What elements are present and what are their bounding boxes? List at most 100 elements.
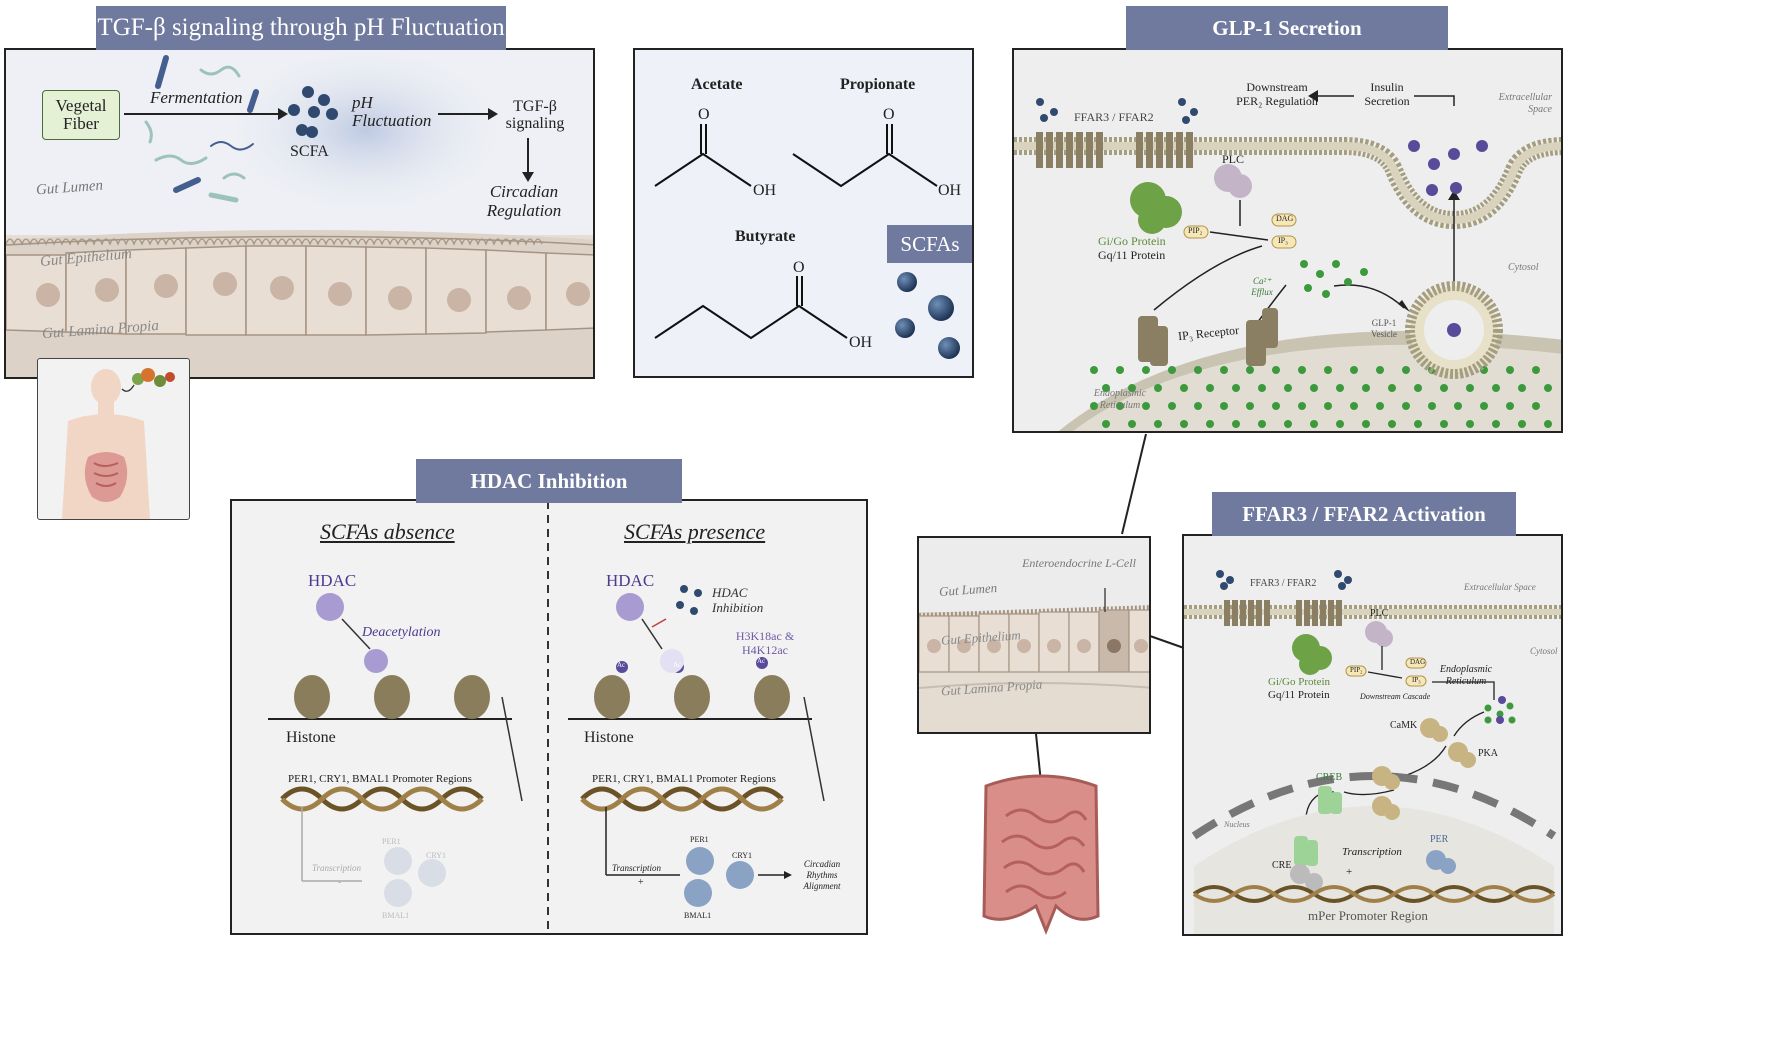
hdac-label-right: HDAC (606, 571, 655, 590)
fermentation-label: Fermentation (150, 88, 243, 107)
calcium-dot (1466, 420, 1474, 428)
bmal1-label-left: BMAL1 (382, 911, 410, 920)
histone-label-left: Histone (286, 729, 336, 746)
per-label: PER (1430, 834, 1449, 845)
tgf-signaling-label: TGF-β signaling (505, 98, 565, 132)
transcription-label-left: Transcription (312, 863, 362, 873)
circadian-regulation-label: Circadian Regulation (486, 182, 562, 220)
ffar-dag-label: DAG (1410, 658, 1426, 666)
calcium-dot (1272, 366, 1280, 374)
hdac-label-left: HDAC (308, 571, 357, 590)
ffar-gq-label: Gq/11 Protein (1268, 689, 1330, 701)
calcium-dot (1246, 366, 1254, 374)
minus-label: - (338, 877, 342, 888)
ffar-title: FFAR3 / FFAR2 Activation (1212, 492, 1516, 536)
ac-label-1: Ac (617, 661, 626, 669)
pka-label: PKA (1478, 748, 1499, 759)
calcium-dot (1336, 384, 1344, 392)
calcium-dot (1258, 420, 1266, 428)
calcium-dot (1376, 402, 1384, 410)
calcium-dot (1284, 420, 1292, 428)
calcium-dot (1116, 402, 1124, 410)
calcium-dot (1388, 420, 1396, 428)
propionate-oh: OH (938, 182, 962, 199)
cre-label: CRE (1272, 860, 1292, 871)
mper-promoter-label: mPer Promoter Region (1308, 908, 1428, 923)
calcium-dot (1102, 384, 1110, 392)
calcium-dot (1168, 402, 1176, 410)
calcium-dot (1284, 384, 1292, 392)
glp1-title: GLP-1 Secretion (1126, 6, 1448, 50)
butyrate-label: Butyrate (735, 228, 796, 245)
creb-label: CREB (1316, 772, 1343, 783)
calcium-dot (1466, 384, 1474, 392)
calcium-dot (1324, 402, 1332, 410)
ffar-ip3-label: IP₃ (1412, 676, 1421, 684)
deacetylation-label: Deacetylation (362, 625, 441, 640)
lcell-panel: Gut Lumen Enteroendocrine L-Cell Gut Epi… (917, 536, 1151, 734)
calcium-dot (1362, 384, 1370, 392)
calcium-dot (1402, 402, 1410, 410)
calcium-dot (1194, 402, 1202, 410)
acetate-oh: OH (753, 182, 777, 199)
vegetal-fiber-box: Vegetal Fiber (42, 90, 120, 140)
calcium-dot (1298, 366, 1306, 374)
tgf-illustration (6, 50, 593, 377)
calcium-dot (1102, 420, 1110, 428)
camk-label: CaMK (1390, 720, 1418, 731)
calcium-dot (1206, 420, 1214, 428)
calcium-dot (1232, 420, 1240, 428)
ffar-er-label: Endoplasmic Reticulum (1439, 664, 1493, 687)
calcium-dot (1480, 402, 1488, 410)
calcium-dot (1142, 402, 1150, 410)
ffar-illustration (1184, 570, 1561, 934)
calcium-dot (1544, 384, 1552, 392)
cytosol-label: Cytosol (1508, 262, 1539, 273)
calcium-dot (1414, 420, 1422, 428)
pip2-label: PIP₂ (1188, 226, 1203, 235)
calcium-dot (1154, 420, 1162, 428)
nucleus-label: Nucleus (1224, 820, 1250, 829)
alignment-label: Circadian Rhythms Alignment (803, 859, 841, 891)
intestine-icon (982, 774, 1100, 936)
er-label: Endoplasmic Reticulum (1093, 388, 1147, 411)
downstream-label: Downstream PER₂ Regulation (1236, 80, 1318, 108)
glp1-ffar-label: FFAR3 / FFAR2 (1074, 110, 1154, 124)
per1-label-left: PER1 (382, 837, 401, 846)
ffar-panel: FFAR3 / FFAR2 Extracellular Space PLC Cy… (1182, 534, 1563, 936)
calcium-dot (1492, 384, 1500, 392)
calcium-dot (1414, 384, 1422, 392)
butyrate-oh: OH (849, 334, 873, 351)
calcium-dot (1532, 366, 1540, 374)
calcium-dot (1272, 402, 1280, 410)
gi-label: Gi/Go Protein (1098, 234, 1166, 248)
calcium-dot (1506, 402, 1514, 410)
calcium-dot (1336, 420, 1344, 428)
ffar-receptor-label: FFAR3 / FFAR2 (1250, 578, 1317, 589)
ph-label: pH Fluctuation (352, 93, 432, 130)
plus-label: + (638, 877, 644, 888)
downstream-cascade-label: Downstream Cascade (1360, 692, 1431, 701)
ffar-plc-label: PLC (1370, 608, 1389, 619)
calcium-dot (1128, 384, 1136, 392)
scfas-absence-label: SCFAs absence (320, 519, 455, 544)
insulin-label: Insulin Secretion (1364, 80, 1410, 108)
calcium-dot (1376, 366, 1384, 374)
calcium-dot (1428, 402, 1436, 410)
calcium-dot (1350, 366, 1358, 374)
hdac-illustration (268, 501, 825, 933)
calcium-dot (1454, 402, 1462, 410)
ffar-plus-label: + (1346, 866, 1353, 878)
scfas-presence-label: SCFAs presence (624, 519, 766, 544)
histone-label-right: Histone (584, 729, 634, 746)
calcium-dot (1388, 384, 1396, 392)
calcium-dot (1310, 420, 1318, 428)
glp1-vesicle-label: GLP-1 Vesicle (1371, 318, 1397, 339)
calcium-dot (1246, 402, 1254, 410)
calcium-dot (1532, 402, 1540, 410)
calcium-dot (1116, 366, 1124, 374)
cry1-label-right: CRY1 (732, 851, 753, 860)
human-body-inset (37, 358, 190, 520)
calcium-dot (1324, 366, 1332, 374)
ffar-transcription-label: Transcription (1342, 846, 1402, 858)
